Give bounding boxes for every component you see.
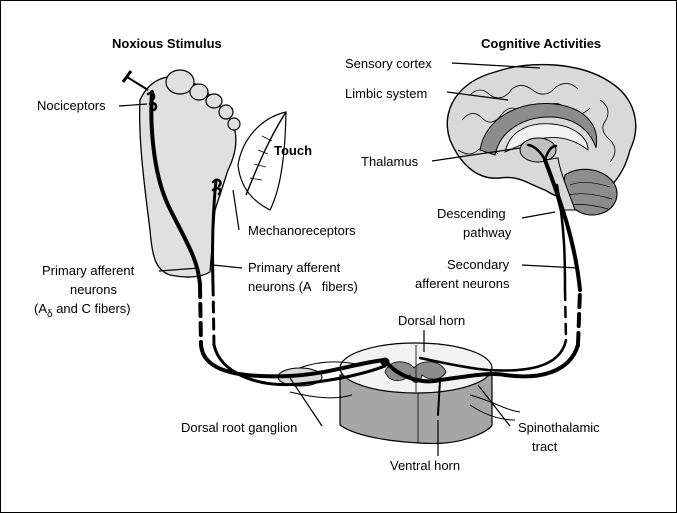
label-nociceptors: Nociceptors (37, 98, 106, 113)
synapse-dot (380, 357, 390, 367)
label-primary-afferent-left-line1: Primary afferent (42, 263, 135, 278)
label-primary-afferent-left-line2: neurons (70, 282, 117, 297)
label-limbic-system: Limbic system (345, 86, 427, 101)
label-spinothalamic-line1: Spinothalamic (518, 420, 600, 435)
title-noxious-stimulus: Noxious Stimulus (112, 36, 222, 51)
label-primary-afferent-mid-line1: Primary afferent (248, 260, 341, 275)
label-ventral-horn: Ventral horn (390, 458, 460, 473)
label-primary-afferent-mid-line2: neurons (A fibers) (248, 279, 358, 294)
label-spinothalamic-line2: tract (532, 439, 558, 454)
title-cognitive-activities: Cognitive Activities (481, 36, 601, 51)
label-primary-afferent-left-line3: (Aδ and C fibers) (34, 301, 131, 320)
label-descending-line2: pathway (463, 225, 512, 240)
leader-lines (118, 62, 579, 456)
label-dorsal-horn: Dorsal horn (398, 313, 465, 328)
label-descending-line1: Descending (437, 206, 506, 221)
pin-icon (121, 70, 149, 91)
nerve-pathways (146, 90, 582, 416)
label-secondary-line1: Secondary (447, 257, 510, 272)
label-touch: Touch (274, 143, 312, 158)
label-mechanoreceptors: Mechanoreceptors (248, 223, 356, 238)
feather-icon (237, 111, 287, 211)
label-dorsal-root-ganglion: Dorsal root ganglion (181, 420, 297, 435)
brain-illustration (446, 63, 637, 216)
label-thalamus: Thalamus (361, 154, 419, 169)
label-sensory-cortex: Sensory cortex (345, 56, 432, 71)
label-secondary-line2: afferent neurons (415, 276, 510, 291)
